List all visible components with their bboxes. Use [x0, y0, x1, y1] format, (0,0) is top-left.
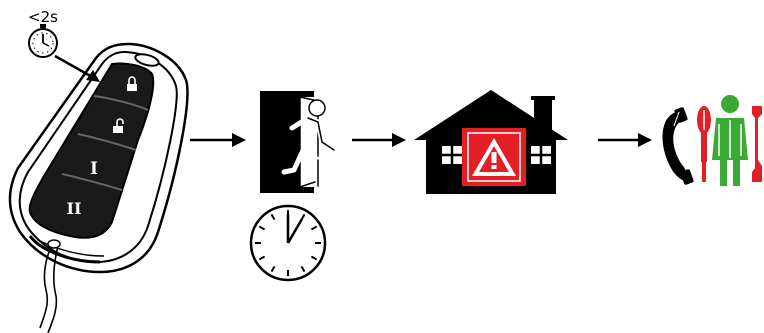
timer-label: <2s [28, 8, 58, 26]
exit-door-running-person-icon [260, 91, 334, 193]
technician-person-icon [712, 95, 748, 186]
house-window-right [531, 146, 551, 164]
screwdriver-icon [697, 106, 711, 182]
flow-arrow-1 [190, 133, 246, 147]
button-ii-label: II [67, 199, 82, 218]
phone-and-technician-icon [663, 95, 763, 186]
house-alarm-warning-icon [414, 90, 568, 194]
button-i-label: I [90, 159, 98, 179]
wrench-icon [752, 106, 762, 182]
house-window-left [442, 146, 462, 164]
stopwatch-icon [29, 24, 57, 57]
keyfob-remote: I II [10, 44, 187, 333]
phone-handset-icon [663, 107, 695, 186]
flow-arrow-2 [352, 133, 406, 147]
flow-arrow-3 [598, 133, 652, 147]
clock-exit-delay-icon [251, 206, 325, 280]
